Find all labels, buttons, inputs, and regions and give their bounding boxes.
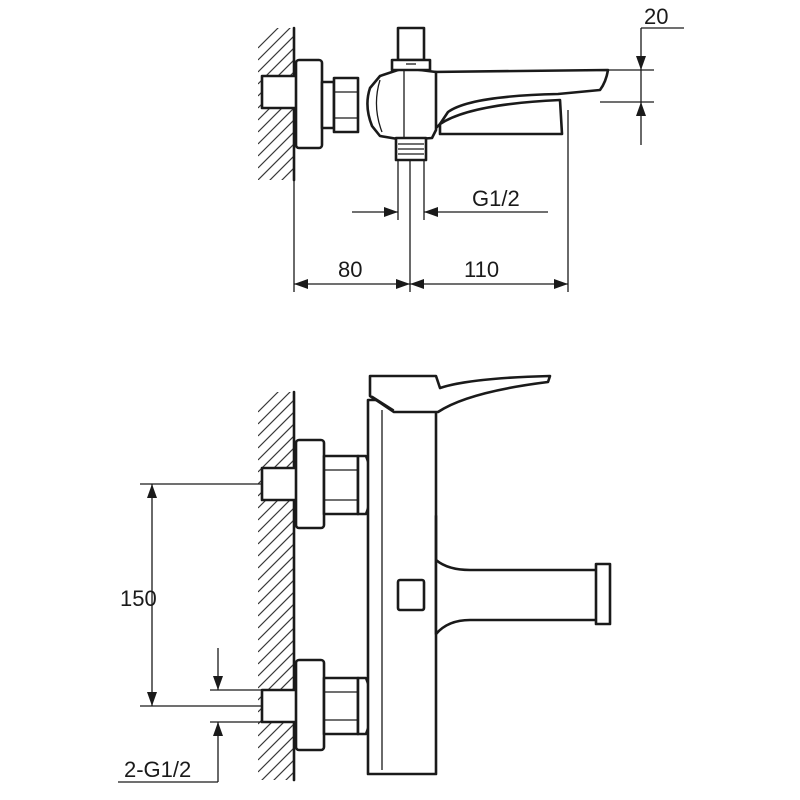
nut-top (332, 76, 360, 134)
wall-to-axis-label: 80 (338, 257, 362, 282)
spacing-dimension-front: 150 (120, 483, 262, 707)
lever-handle-front (368, 374, 552, 414)
wall-flange-top (294, 58, 324, 150)
wall-hatching-front (258, 392, 294, 780)
lower-flange (294, 658, 326, 752)
inlet-thread-label: 2-G1/2 (124, 757, 191, 782)
inlet-thread-dimension-front: 2-G1/2 (118, 648, 262, 783)
thread-size-label: G1/2 (472, 186, 520, 211)
upper-hex-nut (322, 454, 360, 516)
lower-inlet (260, 658, 374, 752)
diverter-base-top (390, 58, 432, 72)
inlet-pipe-top (260, 74, 300, 110)
spout-front (434, 514, 610, 636)
axis-to-spout-label: 110 (464, 257, 499, 282)
connector-top (320, 80, 336, 130)
upper-inlet-pipe (260, 466, 300, 502)
height-dimension-top: 20 (600, 4, 684, 145)
upper-flange (294, 438, 326, 530)
diverter-knob-top (396, 26, 426, 62)
upper-inlet (260, 438, 374, 530)
wall-hatching-top (258, 28, 294, 180)
lower-hex-nut (322, 676, 360, 736)
spout-tip-front (594, 562, 612, 626)
thread-dimension-top: G1/2 (352, 186, 548, 217)
front-view: 150 2-G1/2 (118, 374, 612, 783)
inlet-spacing-label: 150 (120, 586, 157, 611)
length-dimension-top: 80 110 (294, 257, 568, 289)
spout-top (428, 68, 610, 130)
diverter-square-front (396, 578, 426, 612)
mixer-body-top (366, 66, 438, 142)
height-label: 20 (644, 4, 668, 29)
lower-inlet-pipe (260, 688, 300, 724)
top-view: G1/2 80 110 20 (258, 4, 684, 292)
spout-lower-body-top (438, 98, 564, 136)
